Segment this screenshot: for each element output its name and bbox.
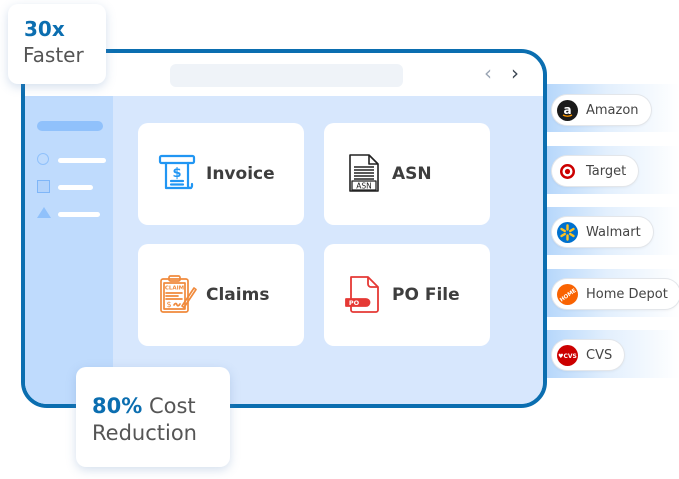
card-asn[interactable]: ASN ASN bbox=[324, 123, 490, 225]
card-claims[interactable]: CLAIM $ Claims bbox=[138, 244, 304, 346]
sidebar-item-line bbox=[58, 158, 106, 163]
svg-text:HOME: HOME bbox=[559, 287, 578, 303]
back-arrow-icon[interactable]: ‹ bbox=[484, 61, 492, 85]
triangle-icon bbox=[37, 207, 51, 218]
cost-value: 80% bbox=[92, 394, 143, 418]
address-bar[interactable] bbox=[170, 64, 403, 87]
amazon-logo-icon: a bbox=[557, 99, 578, 121]
home-depot-logo-icon: HOME bbox=[557, 283, 578, 305]
svg-text:PO: PO bbox=[349, 299, 360, 307]
sidebar-header-placeholder bbox=[37, 121, 103, 131]
speed-label: Faster bbox=[23, 43, 84, 67]
retailer-name: Target bbox=[586, 163, 627, 179]
card-po-file[interactable]: PO PO File bbox=[324, 244, 490, 346]
app-window: ‹ › bbox=[21, 49, 547, 408]
cost-label-line1: Cost bbox=[148, 394, 196, 418]
retailer-cvs[interactable]: ♥CVS CVS bbox=[552, 340, 625, 370]
svg-text:♥CVS: ♥CVS bbox=[558, 353, 577, 360]
cost-badge: 80% Cost Reduction bbox=[76, 367, 230, 467]
retailer-name: Walmart bbox=[586, 224, 641, 240]
speed-value: 30x bbox=[24, 17, 65, 41]
svg-text:$: $ bbox=[172, 166, 181, 181]
forward-arrow-icon[interactable]: › bbox=[511, 61, 519, 85]
retailer-name: CVS bbox=[586, 347, 613, 363]
retailer-walmart[interactable]: Walmart bbox=[552, 217, 653, 247]
retailer-name: Amazon bbox=[586, 102, 639, 118]
cvs-logo-icon: ♥CVS bbox=[557, 344, 578, 366]
walmart-logo-icon bbox=[557, 221, 578, 243]
target-logo-icon bbox=[557, 160, 578, 182]
window-top-bar: ‹ › bbox=[25, 53, 543, 96]
asn-document-icon: ASN bbox=[349, 154, 379, 192]
claim-clipboard-icon: CLAIM $ bbox=[160, 275, 197, 313]
speed-badge: 30x Faster bbox=[8, 4, 106, 84]
card-label: PO File bbox=[392, 285, 460, 305]
svg-text:ASN: ASN bbox=[356, 182, 372, 191]
retailer-amazon[interactable]: a Amazon bbox=[552, 95, 651, 125]
card-label: Claims bbox=[206, 285, 270, 305]
sidebar-item-line bbox=[58, 185, 93, 190]
sidebar bbox=[25, 96, 113, 404]
retailer-home-depot[interactable]: HOME Home Depot bbox=[552, 279, 679, 309]
card-label: Invoice bbox=[206, 164, 275, 184]
svg-text:a: a bbox=[563, 103, 571, 117]
svg-text:$: $ bbox=[166, 300, 171, 309]
cost-label-line2: Reduction bbox=[92, 421, 197, 445]
card-label: ASN bbox=[392, 164, 432, 184]
invoice-receipt-icon: $ bbox=[158, 154, 196, 190]
po-file-icon: PO bbox=[345, 276, 379, 313]
square-icon bbox=[37, 180, 50, 193]
svg-text:CLAIM: CLAIM bbox=[165, 286, 184, 292]
card-invoice[interactable]: $ Invoice bbox=[138, 123, 304, 225]
circle-icon bbox=[37, 153, 49, 165]
sidebar-item-line bbox=[58, 212, 100, 217]
retailer-name: Home Depot bbox=[586, 286, 668, 302]
retailer-target[interactable]: Target bbox=[552, 156, 639, 186]
